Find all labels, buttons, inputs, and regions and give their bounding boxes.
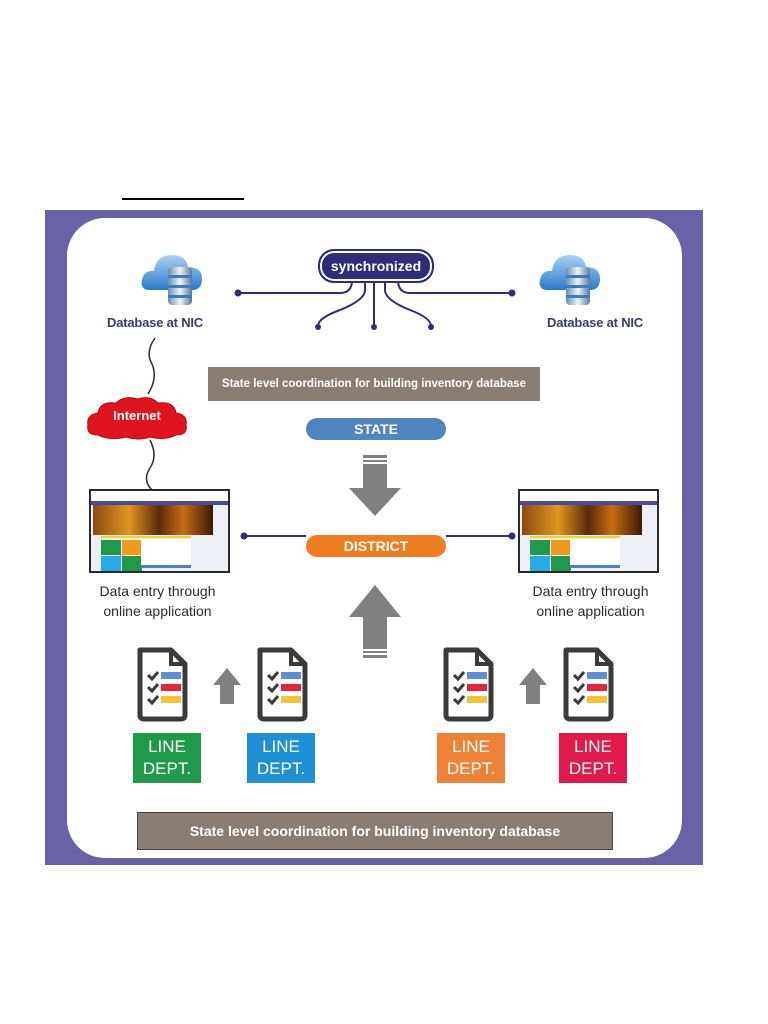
node-dot [234,289,242,297]
dept-line2: DEPT. [568,759,618,778]
database-left-label: Database at NIC [107,315,203,330]
coordination-bar-bottom: State level coordination for building in… [137,812,613,850]
cloud-database-icon [539,255,600,305]
coordination-bar-top: State level coordination for building in… [208,367,540,401]
node-dot [240,532,248,540]
node-dot [508,289,516,297]
caption-line: online application [536,603,645,619]
node-dot [508,532,516,540]
line-dept-box-4: LINE DEPT. [559,733,627,783]
state-pill: STATE [306,418,446,440]
database-right-label: Database at NIC [547,315,643,330]
caption-line: Data entry through [99,583,216,599]
dept-line1: LINE [148,737,186,756]
online-application-screenshot-right [518,489,659,573]
internet-label: Internet [113,408,161,423]
sync-branch-3 [384,280,432,327]
dept-line2: DEPT. [256,759,306,778]
sync-branch-1 [317,280,366,327]
node-dot [315,324,321,330]
dept-line2: DEPT. [446,759,496,778]
node-dot [428,324,434,330]
data-entry-caption-right: Data entry through online application [508,581,673,621]
arrow-up-icon [349,585,401,658]
internet-cloud-icon [87,397,187,440]
caption-line: Data entry through [532,583,649,599]
line-dept-box-3: LINE DEPT. [437,733,505,783]
district-pill: DISTRICT [306,535,446,557]
data-entry-caption-left: Data entry through online application [75,581,240,621]
online-application-screenshot-left [89,489,230,573]
squiggle-line-bottom [145,439,155,491]
dept-line1: LINE [574,737,612,756]
squiggle-line-top [147,337,156,395]
synchronized-pill: synchronized [318,249,434,283]
dept-line1: LINE [262,737,300,756]
heading-underline [122,198,244,200]
line-dept-box-1: LINE DEPT. [133,733,201,783]
dept-line2: DEPT. [142,759,192,778]
cloud-database-icon [141,255,202,305]
dept-line1: LINE [452,737,490,756]
node-dot [371,324,377,330]
line-dept-box-2: LINE DEPT. [247,733,315,783]
arrow-down-icon [349,455,401,516]
caption-line: online application [103,603,212,619]
